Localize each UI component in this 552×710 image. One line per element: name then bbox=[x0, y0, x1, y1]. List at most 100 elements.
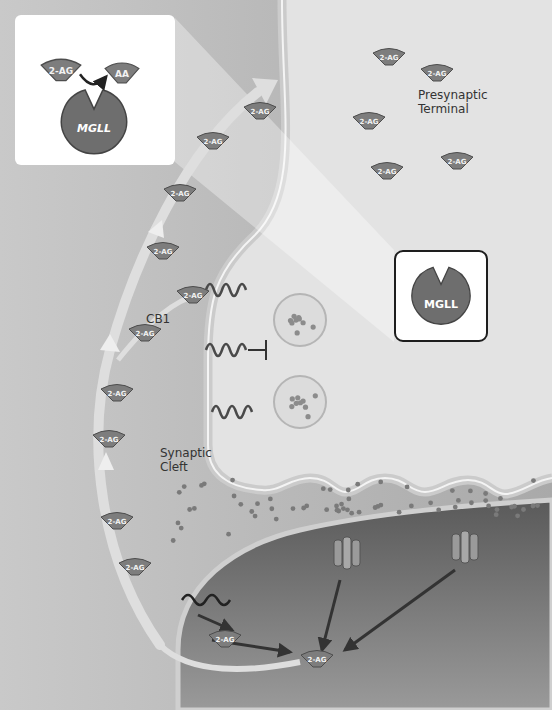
neurotransmitter bbox=[436, 507, 441, 512]
neurotransmitter-group bbox=[171, 314, 540, 543]
postsynaptic-neuron bbox=[178, 500, 552, 710]
molecule-wedge bbox=[177, 287, 209, 304]
node-text: AA bbox=[115, 69, 129, 79]
molecule-wedge bbox=[41, 59, 81, 80]
enzyme: MGLL bbox=[56, 84, 132, 158]
molecule-wedge bbox=[373, 49, 405, 66]
neurotransmitter bbox=[341, 506, 346, 511]
neurotransmitter bbox=[305, 414, 310, 419]
node-text: 2-AG bbox=[251, 108, 270, 116]
neurotransmitter bbox=[192, 506, 197, 511]
neurotransmitter bbox=[171, 538, 176, 543]
neurotransmitter bbox=[378, 503, 383, 508]
neurotransmitter bbox=[290, 396, 295, 401]
inset-panel bbox=[15, 15, 175, 165]
arrow-chevron bbox=[148, 220, 164, 238]
neurotransmitter bbox=[468, 489, 473, 494]
neurotransmitter bbox=[274, 517, 279, 522]
neurotransmitter bbox=[453, 505, 458, 510]
reaction-arrow bbox=[80, 74, 106, 84]
neurotransmitter bbox=[313, 393, 318, 398]
signal-arrow bbox=[322, 580, 340, 650]
molecule-wedge bbox=[147, 243, 179, 260]
neurotransmitter bbox=[355, 482, 360, 487]
node-text: 2-AG bbox=[204, 138, 223, 146]
arrow-chevron bbox=[98, 452, 114, 470]
neurotransmitter bbox=[249, 509, 254, 514]
node-text: MGLL bbox=[424, 298, 458, 311]
neurotransmitter bbox=[296, 315, 301, 320]
region-label: Presynaptic Terminal bbox=[418, 88, 498, 116]
signal-arrow bbox=[345, 570, 455, 650]
synaptic-vesicle bbox=[274, 376, 326, 428]
signal-arrow bbox=[198, 615, 232, 630]
arrow-branch bbox=[160, 645, 300, 669]
node-text: 2-AG bbox=[171, 190, 190, 198]
enzyme-shape bbox=[56, 84, 132, 158]
neurotransmitter bbox=[289, 404, 294, 409]
neurotransmitter bbox=[291, 506, 296, 511]
molecule: 2-AG bbox=[196, 130, 230, 150]
node-text: 2-AG bbox=[108, 518, 127, 526]
neurotransmitter bbox=[300, 399, 305, 404]
neurotransmitter bbox=[373, 505, 378, 510]
molecule-wedge bbox=[209, 631, 241, 648]
neurotransmitter bbox=[349, 511, 354, 516]
enzyme-body bbox=[61, 90, 126, 154]
neurotransmitter bbox=[295, 330, 300, 335]
neurotransmitter bbox=[486, 504, 491, 509]
molecule: 2-AG bbox=[118, 556, 152, 576]
neurotransmitter bbox=[303, 405, 308, 410]
neurotransmitter bbox=[182, 484, 187, 489]
neurotransmitter bbox=[177, 490, 182, 495]
neurotransmitter bbox=[345, 507, 350, 512]
neurotransmitter bbox=[495, 507, 500, 512]
molecule-wedge bbox=[129, 325, 161, 342]
neurotransmitter bbox=[311, 324, 316, 329]
arrow-chevron bbox=[100, 334, 120, 352]
molecule-wedge bbox=[244, 103, 276, 120]
node-text: 2-AG bbox=[308, 656, 327, 664]
neurotransmitter bbox=[199, 483, 204, 488]
node-text: 2-AG bbox=[360, 118, 379, 126]
ion-channel bbox=[334, 537, 360, 569]
neurotransmitter bbox=[357, 510, 362, 515]
molecule: 2-AG bbox=[352, 110, 386, 130]
molecule-wedge bbox=[353, 113, 385, 130]
neurotransmitter bbox=[238, 502, 243, 507]
enzyme-body bbox=[412, 267, 470, 324]
molecule: 2-AG bbox=[300, 648, 334, 668]
molecule: 2-AG bbox=[100, 510, 134, 530]
neurotransmitter bbox=[428, 500, 433, 505]
neurotransmitter bbox=[226, 532, 231, 537]
molecule-wedge bbox=[101, 513, 133, 530]
neurotransmitter bbox=[187, 507, 192, 512]
ion-channel bbox=[452, 531, 478, 563]
neurotransmitter bbox=[339, 502, 344, 507]
molecule-wedge bbox=[301, 651, 333, 668]
molecule: 2-AG bbox=[208, 628, 242, 648]
neurotransmitter bbox=[294, 401, 299, 406]
molecule-wedge bbox=[119, 559, 151, 576]
cb1-receptor bbox=[212, 406, 252, 418]
node-text: 2-AG bbox=[216, 636, 235, 644]
neurotransmitter bbox=[334, 503, 339, 508]
molecule: 2-AG bbox=[92, 428, 126, 448]
molecule: 2-AG bbox=[100, 382, 134, 402]
molecule: 2-AG bbox=[163, 182, 197, 202]
node-text: 2-AG bbox=[378, 168, 397, 176]
neurotransmitter bbox=[531, 504, 536, 509]
arrow-branch bbox=[118, 294, 200, 360]
retrograde-arrowhead bbox=[252, 78, 278, 104]
neurotransmitter bbox=[521, 507, 526, 512]
region-label: Synaptic Cleft bbox=[160, 446, 230, 474]
neurotransmitter bbox=[268, 497, 273, 502]
retrograde-arrow bbox=[98, 92, 258, 645]
molecule: AA bbox=[104, 60, 140, 84]
molecule: 2-AG bbox=[146, 240, 180, 260]
molecule-wedge bbox=[197, 133, 229, 150]
molecule: 2-AG bbox=[176, 284, 210, 304]
molecule-wedge bbox=[421, 65, 453, 82]
